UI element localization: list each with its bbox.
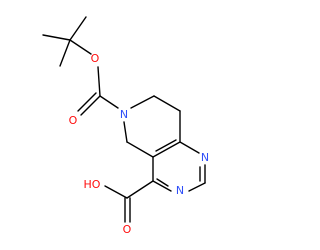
atom-label-n3: N [176,184,184,197]
bond-c4-cooh [126,180,154,199]
bond-tbu-c2 [69,16,87,41]
bond-o-carbonyl-c [97,66,101,97]
bond-c4a-c8a-inner [155,139,177,152]
bond-n6-c7 [130,95,155,109]
bond-c-o-double-b [77,92,97,112]
atom-label-n6: N [120,108,128,121]
atom-label-o-carbonyl: O [69,114,78,127]
molecule-diagram: O O N N N HO O [42,16,209,236]
bond-n6-c5 [123,121,128,143]
atom-label-o-ester: O [91,52,100,65]
bond-tbu-c1 [42,34,71,41]
bond-tbu-o [69,39,92,55]
bond-n3-c4 [152,180,172,192]
bond-c8a-n1 [179,141,200,154]
bond-tbu-c3 [59,39,71,67]
bond-cooh-oh [104,185,128,199]
structure-svg: O O N N N HO O [42,16,209,236]
bond-c-o-double-a [80,95,101,116]
atom-label-o-acid: O [123,223,132,236]
bond-c7-c8 [153,95,181,112]
atom-label-n1: N [201,151,209,164]
bond-n3-c4-inner [156,178,169,187]
atom-label-hydroxyl: HO [84,178,101,191]
bond-c-n6 [99,95,119,109]
bond-c4a-c8a [152,141,181,158]
bond-c2-n3 [188,182,206,192]
bond-c5-c4a [126,141,154,158]
